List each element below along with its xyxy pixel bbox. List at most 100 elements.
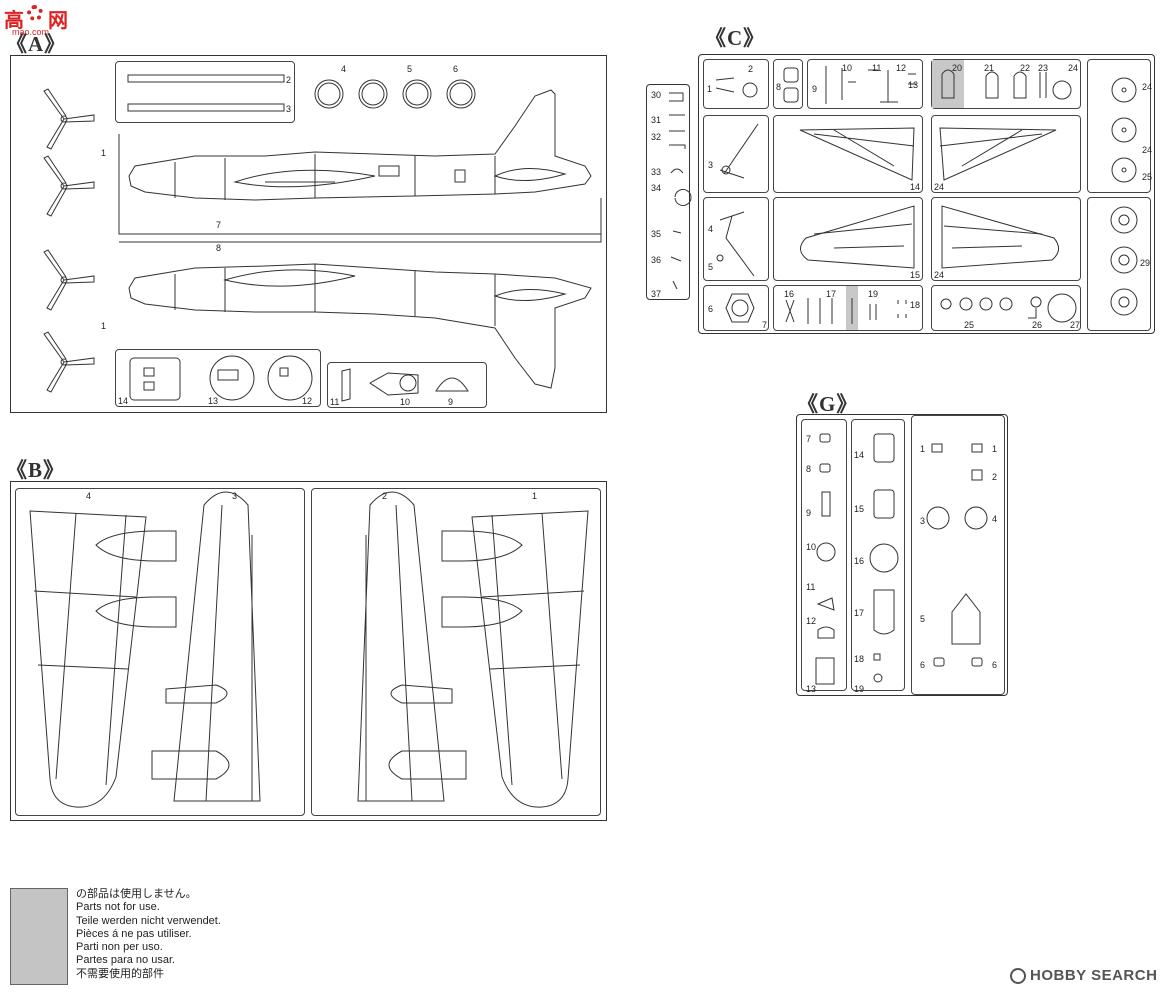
part-label: 8 <box>806 464 812 474</box>
part-label: 12 <box>302 396 313 406</box>
part-label: 26 <box>1032 320 1043 330</box>
part-label: 5 <box>407 64 413 74</box>
part-label: 4 <box>341 64 347 74</box>
part-label: 15 <box>854 504 865 514</box>
part-label: 7 <box>762 320 768 330</box>
part-label: 14 <box>118 396 129 406</box>
c-cell-strut-2: 4 5 <box>703 197 769 281</box>
hobby-search-text: HOBBY SEARCH <box>1030 967 1158 984</box>
part-label: 4 <box>86 491 92 501</box>
sprue-a-title: 《A》 <box>6 32 67 56</box>
part-label: 3 <box>232 491 238 501</box>
part-label: 4 <box>992 514 998 524</box>
part-label: 12 <box>806 616 817 626</box>
propeller-set-2 <box>36 242 106 392</box>
part-label: 24 <box>934 182 945 192</box>
watermark-logo: 高 网 mao.com <box>4 4 74 44</box>
part-label: 3 <box>708 160 714 170</box>
part-label: 5 <box>920 614 926 624</box>
legend-line: Teile werden nicht verwendet. <box>76 914 221 927</box>
legend-text: の部品は使用しません。 Parts not for use. Teile wer… <box>76 888 221 981</box>
c-cell-row4-2: 16 17 19 18 <box>773 285 923 331</box>
part-label: 1 <box>101 148 107 158</box>
small-parts-cell-left: 14 13 12 <box>115 349 321 407</box>
sprue-g-frame: 7 8 9 10 11 12 13 14 15 16 17 18 19 1 1 … <box>796 414 1008 696</box>
c-cell-wheels: 24 24 25 <box>1087 59 1153 193</box>
part-label: 19 <box>854 684 865 694</box>
part-label: 13 <box>208 396 219 406</box>
fuselage-upper <box>115 126 605 238</box>
part-label: 5 <box>708 262 714 272</box>
sprue-b-frame: 4 3 2 1 <box>10 481 607 821</box>
part-label: 3 <box>286 104 292 114</box>
rings-group: 4 5 6 <box>301 61 481 123</box>
part-label: 31 <box>651 115 662 125</box>
part-label: 17 <box>826 289 837 299</box>
rod-cell: 2 3 <box>115 61 295 123</box>
part-label: 21 <box>984 63 995 73</box>
c-cell-tailplane-14: 14 <box>773 115 923 193</box>
c-cell-elevator-15: 15 <box>773 197 923 281</box>
part-label: 25 <box>964 320 975 330</box>
part-label: 1 <box>992 444 998 454</box>
part-label: 9 <box>806 508 812 518</box>
c-cell-tires: 29 <box>1087 197 1151 331</box>
legend-line: 不需要使用的部件 <box>76 967 164 980</box>
part-label: 24 <box>1142 82 1153 92</box>
part-label: 25 <box>1142 172 1153 182</box>
part-label: 22 <box>1020 63 1031 73</box>
part-label: 6 <box>453 64 459 74</box>
part-label: 37 <box>651 289 662 299</box>
part-label: 17 <box>854 608 865 618</box>
part-label: 9 <box>448 397 454 407</box>
part-label: 6 <box>708 304 714 314</box>
c-cell-strut-1: 3 <box>703 115 769 193</box>
part-label: 2 <box>382 491 388 501</box>
legend-line: Pièces á ne pas utiliser. <box>76 927 192 940</box>
watermark-char: 高 <box>4 8 24 32</box>
part-label: 6 <box>992 660 998 670</box>
part-label: 10 <box>400 397 411 407</box>
part-label: 1 <box>101 321 107 331</box>
part-label: 8 <box>776 82 782 92</box>
part-label: 10 <box>806 542 817 552</box>
unused-parts-swatch <box>10 888 68 985</box>
part-label: 4 <box>708 224 714 234</box>
part-label: 35 <box>651 229 662 239</box>
part-label: 3 <box>920 516 926 526</box>
c-cell-3: 9 10 11 12 13 <box>807 59 923 109</box>
part-label: 13 <box>908 80 919 90</box>
part-label: 24 <box>1068 63 1079 73</box>
part-label: 8 <box>216 243 222 253</box>
part-label: 34 <box>651 183 662 193</box>
part-label: 9 <box>812 84 818 94</box>
c-cell-2: 8 <box>773 59 803 109</box>
part-label: 33 <box>651 167 662 177</box>
hobby-search-logo: HOBBY SEARCH <box>1010 966 1166 988</box>
part-label: 20 <box>952 63 963 73</box>
watermark-subtext: mao.com <box>12 27 50 37</box>
c-cell-tailplane-25: 24 <box>931 115 1081 193</box>
g-col-left: 7 8 9 10 11 12 13 <box>801 419 847 694</box>
part-label: 14 <box>910 182 921 192</box>
part-label: 2 <box>992 472 998 482</box>
sprue-g-title: 《G》 <box>797 392 859 416</box>
part-label: 1 <box>707 84 713 94</box>
hobby-search-icon <box>1010 968 1026 984</box>
sprue-c-title: 《C》 <box>705 26 766 50</box>
part-label: 7 <box>216 220 222 230</box>
watermark-text: 网 <box>48 8 68 32</box>
legend-line: Parts not for use. <box>76 901 160 914</box>
part-label: 15 <box>910 270 921 280</box>
part-label: 16 <box>784 289 795 299</box>
part-label: 12 <box>896 63 907 73</box>
part-label: 11 <box>806 582 816 592</box>
c-cell-1: 2 1 <box>703 59 769 109</box>
wing-cell-left: 4 3 <box>15 488 305 816</box>
part-label: 24 <box>934 270 945 280</box>
part-label: 18 <box>854 654 865 664</box>
propeller-set-1 <box>36 76 106 226</box>
part-label: 27 <box>1070 320 1081 330</box>
part-label: 10 <box>842 63 853 73</box>
c-cell-4: 20 21 22 23 24 <box>931 59 1081 109</box>
